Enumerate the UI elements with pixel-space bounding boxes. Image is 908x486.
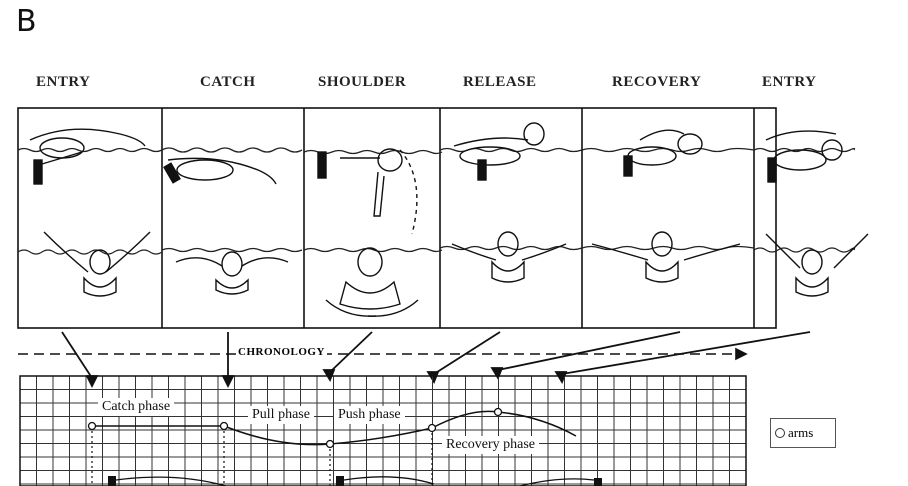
push-phase-label: Push phase bbox=[334, 406, 405, 424]
chronology-arrow bbox=[18, 349, 746, 359]
phase-connectors bbox=[62, 332, 810, 386]
recovery-phase-label: Recovery phase bbox=[442, 436, 539, 454]
swimmer-front-views bbox=[44, 232, 868, 316]
legend-label: arms bbox=[788, 425, 813, 441]
timeline-grid bbox=[20, 376, 746, 486]
chronology-label: CHRONOLOGY bbox=[236, 346, 327, 358]
pull-phase-label: Pull phase bbox=[248, 406, 314, 424]
arms-marker-icon bbox=[775, 428, 785, 438]
catch-phase-label: Catch phase bbox=[98, 398, 174, 416]
legend: arms bbox=[770, 418, 836, 448]
swimmer-side-views bbox=[30, 123, 842, 234]
